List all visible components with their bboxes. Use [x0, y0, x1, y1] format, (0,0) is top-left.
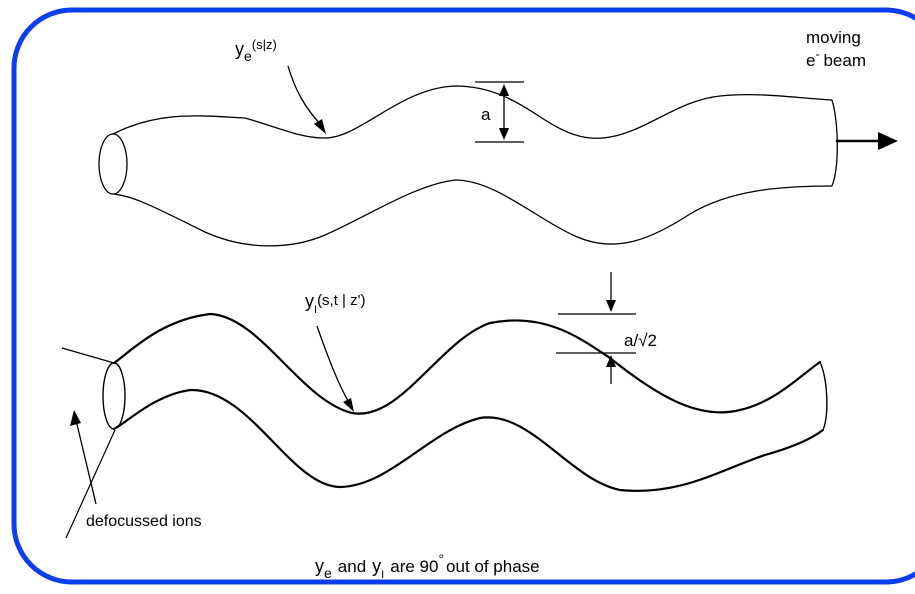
frame-border: [11, 7, 915, 585]
defocussed-ions-leader: [65, 429, 116, 539]
ion-channel-entry-ellipse: [102, 362, 126, 430]
ion-channel-top-edge: [112, 312, 822, 415]
amplitude-a-arrowhead-down: [499, 128, 509, 140]
ion-channel-exit-edge: [819, 361, 828, 431]
beam-label-line-1: moving: [806, 28, 861, 47]
electron-beam-exit-edge: [831, 99, 838, 187]
electron-beam-bottom-edge: [112, 179, 833, 247]
electron-curve-label: ye(s|z): [235, 37, 277, 64]
ion-entry-line: [61, 347, 115, 364]
amplitude-a-arrowhead-up: [499, 84, 509, 96]
amplitude-a-root2-marker: [556, 272, 636, 384]
electron-curve-pointer: [287, 65, 326, 134]
electron-beam-top-edge: [112, 85, 833, 139]
ion-curve-pointer: [316, 325, 354, 412]
amplitude-bottom-arrowhead-up: [606, 355, 616, 367]
defocussed-ions-label: defocussed ions: [86, 513, 202, 530]
amplitude-a-root2-label: a/√2: [624, 331, 657, 350]
ion-curve-label: yI(s,t | z'): [305, 291, 365, 316]
beam-label-line-2: e-beam: [806, 47, 866, 70]
electron-beam-tube: [98, 85, 838, 247]
electron-beam-entry-ellipse: [98, 133, 128, 195]
amplitude-a-label: a: [481, 105, 491, 124]
amplitude-bottom-arrowhead-down: [606, 300, 616, 312]
ion-channel-tube: [102, 312, 828, 492]
defocussed-ions-arrow: [70, 410, 97, 505]
ion-channel-bottom-edge: [112, 388, 825, 492]
beam-direction-arrow: [836, 132, 898, 150]
